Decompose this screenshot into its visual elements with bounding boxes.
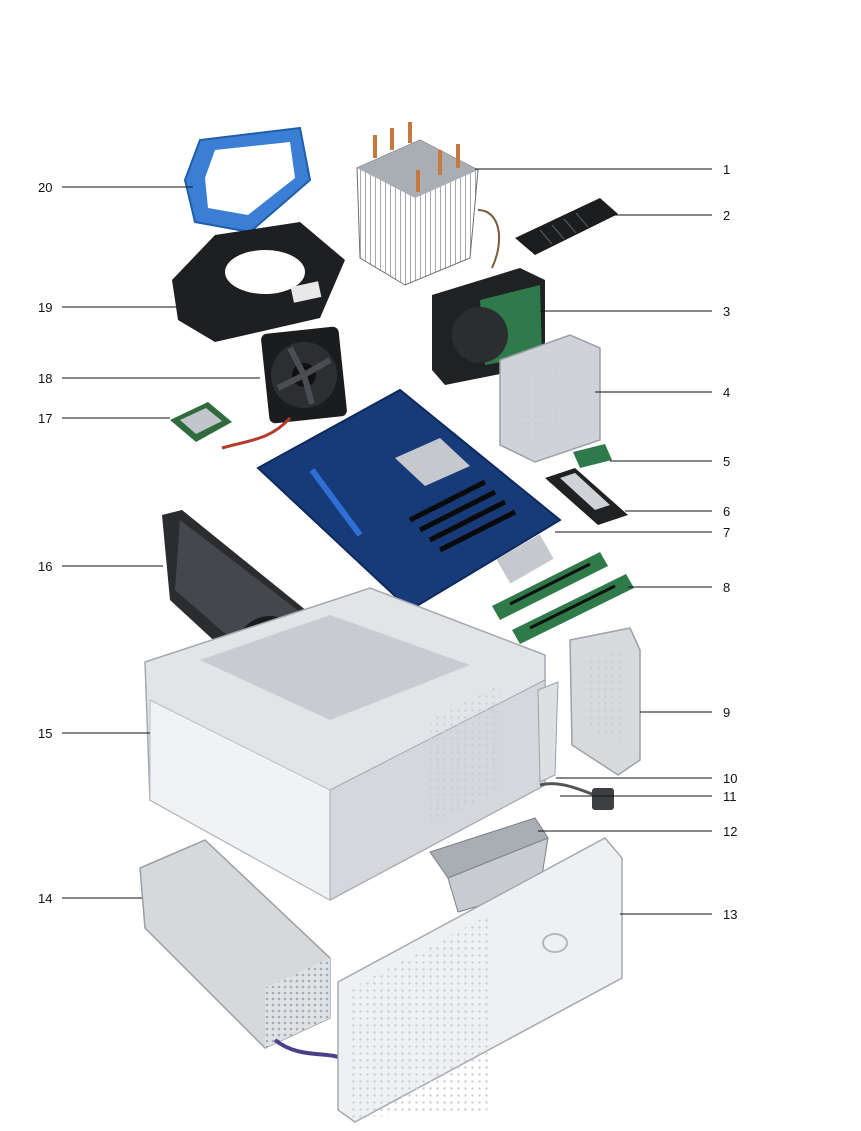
callout-2: 2 [723, 208, 730, 223]
callout-5: 5 [723, 454, 730, 469]
memory-modules-part [492, 552, 634, 644]
ssd-part [545, 468, 628, 525]
callout-8: 8 [723, 580, 730, 595]
callout-4: 4 [723, 385, 730, 400]
front-bezel-part [337, 837, 623, 1123]
processor-part [170, 402, 232, 442]
callout-9: 9 [723, 705, 730, 720]
callout-13: 13 [723, 907, 737, 922]
callout-16: 16 [38, 559, 52, 574]
motherboard-part [256, 388, 562, 612]
callout-6: 6 [723, 504, 730, 519]
callouts-right: 1 2 3 4 5 6 7 8 9 10 11 12 13 [723, 162, 737, 922]
front-io-bracket-part [429, 817, 549, 913]
callout-14: 14 [38, 891, 52, 906]
callouts-left: 20 19 18 17 16 15 14 [38, 180, 52, 906]
callout-19: 19 [38, 300, 52, 315]
callout-11: 11 [723, 789, 737, 804]
leader-lines [62, 168, 712, 915]
callout-10: 10 [723, 771, 737, 786]
callout-18: 18 [38, 371, 52, 386]
fan-shroud-part [172, 222, 345, 342]
power-supply-part [139, 839, 347, 1062]
bracket-part [569, 627, 641, 776]
cpu-cooler-part [356, 122, 501, 286]
io-cable-part [539, 782, 614, 810]
chassis-part [144, 587, 546, 901]
callout-12: 12 [723, 824, 737, 839]
power-button-part [537, 681, 559, 783]
callout-3: 3 [723, 304, 730, 319]
drive-carrier-part [183, 126, 312, 234]
wireless-card-part [573, 444, 612, 468]
ssd-heatsink-part [515, 198, 618, 255]
drive-cage-part [499, 334, 601, 463]
case-fan-part [221, 326, 347, 450]
callout-17: 17 [38, 411, 52, 426]
callout-15: 15 [38, 726, 52, 741]
callout-20: 20 [38, 180, 52, 195]
callout-7: 7 [723, 525, 730, 540]
callout-1: 1 [723, 162, 730, 177]
